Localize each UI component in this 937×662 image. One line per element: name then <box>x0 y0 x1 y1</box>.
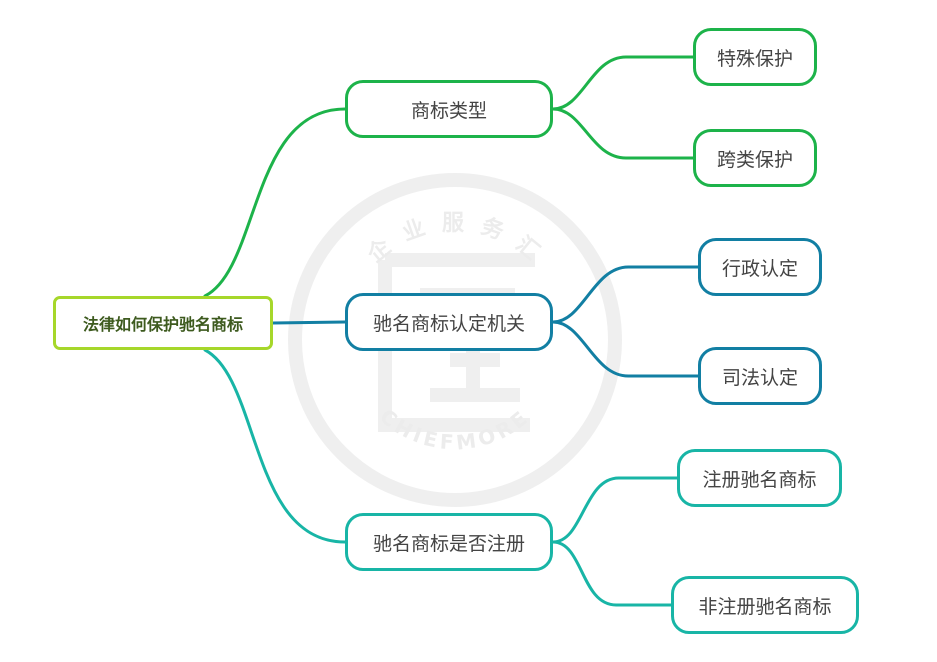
branch-node-label: 商标类型 <box>410 99 487 122</box>
leaf-node-label: 注册驰名商标 <box>702 468 817 491</box>
leaf-node-judicial-recognition[interactable]: 司法认定 <box>698 347 822 405</box>
root-node-label: 法律如何保护驰名商标 <box>82 315 243 334</box>
connector-branch-to-leaf <box>551 107 695 160</box>
connector-root-to-branch <box>271 320 347 325</box>
leaf-node-label: 特殊保护 <box>716 47 793 70</box>
connector-branch-to-leaf <box>551 540 673 607</box>
leaf-node-unregistered-well-known[interactable]: 非注册驰名商标 <box>671 576 859 634</box>
leaf-node-label: 司法认定 <box>721 366 798 389</box>
connector-root-to-branch <box>203 107 347 298</box>
connector-branch-to-leaf <box>551 265 700 324</box>
connector-branch-to-leaf <box>551 476 679 544</box>
leaf-node-label: 行政认定 <box>721 257 798 280</box>
leaf-node-registered-well-known[interactable]: 注册驰名商标 <box>677 449 842 507</box>
connector-branch-to-leaf <box>551 320 700 378</box>
root-node[interactable]: 法律如何保护驰名商标 <box>53 296 273 350</box>
leaf-node-administrative-recognition[interactable]: 行政认定 <box>698 238 822 296</box>
leaf-node-special-protection[interactable]: 特殊保护 <box>693 28 817 86</box>
leaf-node-label: 非注册驰名商标 <box>698 595 832 618</box>
connector-branch-to-leaf <box>551 55 695 111</box>
branch-node-recognition-authority[interactable]: 驰名商标认定机关 <box>345 293 553 351</box>
branch-node-registration-status[interactable]: 驰名商标是否注册 <box>345 513 553 571</box>
leaf-node-label: 跨类保护 <box>716 148 793 171</box>
branch-node-label: 驰名商标认定机关 <box>372 312 525 335</box>
branch-node-trademark-type[interactable]: 商标类型 <box>345 80 553 138</box>
connector-root-to-branch <box>203 348 347 544</box>
branch-node-label: 驰名商标是否注册 <box>372 532 525 555</box>
leaf-node-cross-class-protection[interactable]: 跨类保护 <box>693 129 817 187</box>
